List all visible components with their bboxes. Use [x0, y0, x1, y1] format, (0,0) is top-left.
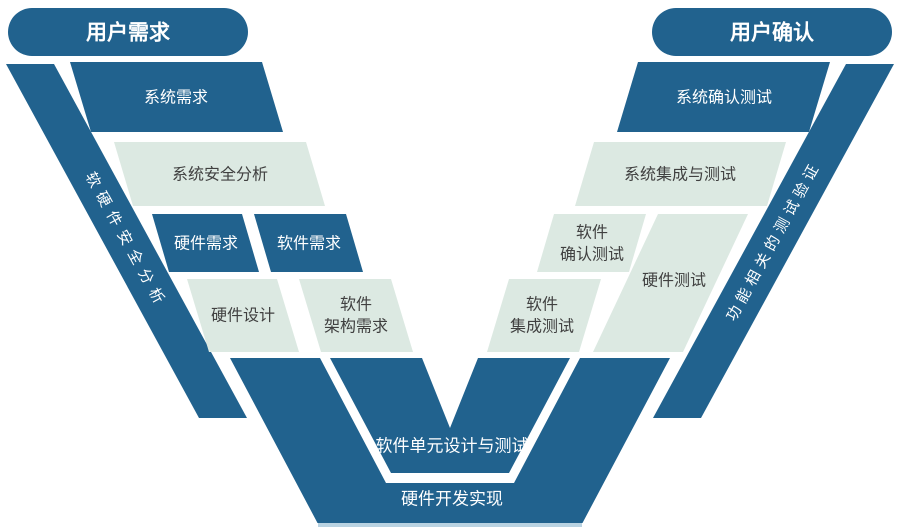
- software-requirements-box: [254, 214, 363, 272]
- hardware-test-label: 硬件测试: [642, 272, 706, 290]
- software-architecture-box: [299, 279, 413, 352]
- system-safety-analysis-label: 系统安全分析: [172, 166, 268, 184]
- software-requirements-label: 软件需求: [277, 235, 341, 253]
- software-unit-design-test-label: 软件单元设计与测试: [376, 437, 529, 456]
- software-architecture-label-line2: 架构需求: [324, 318, 388, 336]
- software-architecture-label-line1: 软件: [340, 296, 372, 314]
- hardware-requirements-label: 硬件需求: [174, 235, 238, 253]
- user-confirmation-pill: [652, 8, 892, 56]
- software-unit-design-test-chevron: [330, 358, 570, 473]
- user-requirements-label: 用户需求: [86, 21, 170, 45]
- user-confirmation-label: 用户确认: [730, 21, 814, 45]
- left-safety-band: [6, 64, 247, 418]
- software-integration-test-label-line1: 软件: [526, 296, 558, 314]
- system-confirmation-test-label: 系统确认测试: [676, 89, 772, 107]
- hardware-test-box: [593, 214, 748, 352]
- user-requirements-pill: [8, 8, 248, 56]
- system-requirements-box: [70, 62, 283, 132]
- system-integration-test-label: 系统集成与测试: [624, 166, 736, 184]
- hardware-requirements-box: [152, 214, 259, 272]
- hardware-design-label: 硬件设计: [211, 307, 275, 325]
- software-confirmation-test-label-line1: 软件: [576, 224, 608, 242]
- right-verification-band: [653, 64, 894, 418]
- software-confirmation-test-box: [537, 214, 646, 272]
- software-confirmation-test-label-line2: 确认测试: [560, 246, 624, 264]
- hardware-development-chevron: [230, 358, 670, 523]
- system-confirmation-test-box: [617, 62, 830, 132]
- software-integration-test-box: [487, 279, 601, 352]
- system-safety-analysis-box: [114, 142, 325, 206]
- hardware-development-label: 硬件开发实现: [401, 490, 503, 509]
- system-requirements-label: 系统需求: [144, 89, 208, 107]
- hardware-design-box: [187, 279, 299, 352]
- system-integration-test-box: [575, 142, 786, 206]
- software-integration-test-label-line2: 集成测试: [510, 318, 574, 336]
- bottom-edge-strip: [318, 523, 582, 527]
